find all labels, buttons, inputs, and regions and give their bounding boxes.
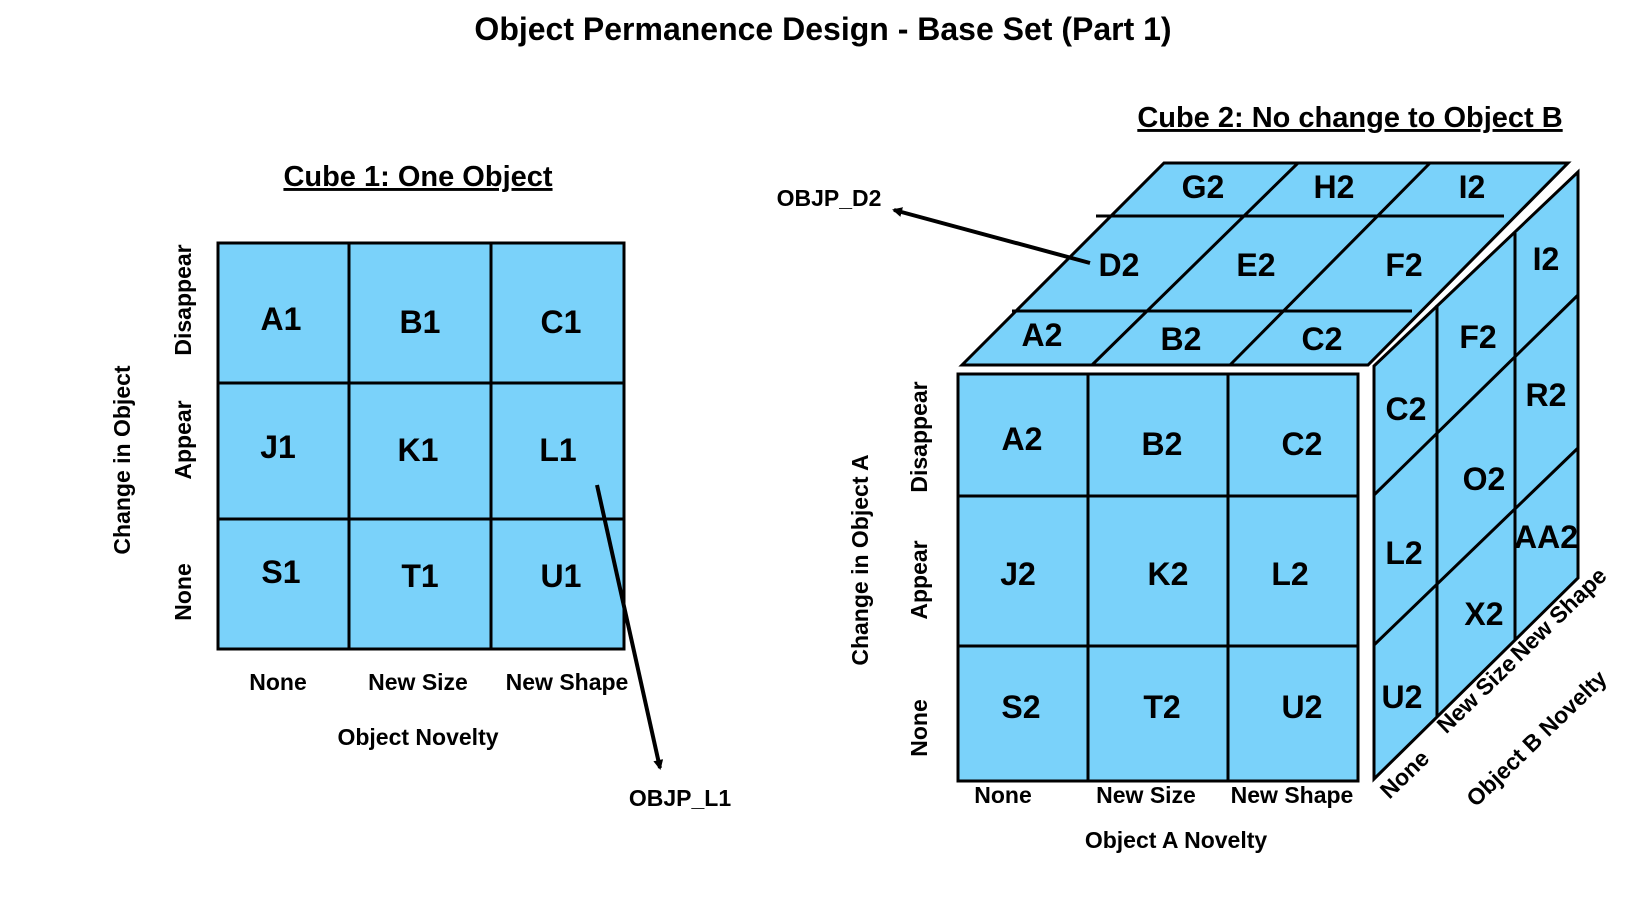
cube2-front-cell: B2: [1142, 426, 1183, 462]
cube2-side-cell: R2: [1526, 377, 1567, 413]
cube2-top-cell: B2: [1161, 321, 1202, 357]
cube2-top-cell: I2: [1459, 169, 1486, 205]
cube2-top-cell: G2: [1182, 169, 1225, 205]
cube2-side-cell: AA2: [1514, 519, 1578, 555]
cube2-top-cell: H2: [1314, 169, 1355, 205]
cube2-top-cell: A2: [1022, 317, 1063, 353]
cube1-col-label: New Shape: [506, 669, 629, 695]
cube2-side-gridline: [1372, 293, 1580, 497]
cube2-front-cell: S2: [1001, 689, 1040, 725]
cube1-cell: U1: [541, 558, 582, 594]
cube1-cell: A1: [261, 301, 302, 337]
cube2-front-cell: K2: [1148, 556, 1189, 592]
cube2-side-cell: O2: [1463, 461, 1506, 497]
cube1-x-axis-label: Object Novelty: [337, 724, 498, 750]
cube1-cell: T1: [401, 558, 438, 594]
cube2-top-gridline: [1228, 161, 1432, 367]
cube2-side-gridline: [1372, 446, 1580, 647]
cube1-col-label: None: [249, 669, 307, 695]
cube2-col-label: New Size: [1096, 782, 1196, 808]
cube2-top-face: [958, 161, 1572, 367]
cube2-top-gridline: [1090, 161, 1300, 367]
cube2-col-label: None: [974, 782, 1032, 808]
cube1-row-label: Disappear: [170, 244, 196, 355]
cube2-y-axis-label: Change in Object A: [847, 454, 873, 665]
cube1-cell: S1: [261, 554, 300, 590]
cube2-top-cell: D2: [1099, 247, 1140, 283]
cube2-row-label: Disappear: [906, 381, 932, 492]
cube1-title: Cube 1: One Object: [283, 161, 552, 193]
cube2-callout-label: OBJP_D2: [777, 185, 882, 211]
cube2-x-axis-label: Object A Novelty: [1085, 827, 1268, 853]
cube1-callout-arrow: [595, 484, 664, 770]
cube1-cell: B1: [400, 304, 441, 340]
diagram-title: Object Permanence Design - Base Set (Par…: [474, 11, 1171, 47]
cube1-cell: C1: [541, 304, 582, 340]
cube2-side-cell: I2: [1533, 241, 1560, 277]
cube2-front-cell: C2: [1282, 426, 1323, 462]
cube2-front-cell: U2: [1282, 689, 1323, 725]
cube2-side-cell: C2: [1386, 391, 1427, 427]
cube1-grid: [216, 241, 626, 651]
cube2-row-label: Appear: [906, 540, 932, 619]
cube1-cell: K1: [398, 432, 439, 468]
cube2-front-cell: T2: [1143, 689, 1180, 725]
cube2-side-face: [1372, 168, 1580, 783]
cube1-callout-label: OBJP_L1: [629, 785, 731, 811]
cube1-col-label: New Size: [368, 669, 468, 695]
cube2-front-cell: A2: [1002, 421, 1043, 457]
cube2-row-label: None: [906, 699, 932, 757]
cube2-side-cell: L2: [1385, 535, 1422, 571]
cube2-top-cell: C2: [1302, 321, 1343, 357]
cube1-y-axis-label: Change in Object: [109, 365, 135, 554]
cube1-row-label: Appear: [170, 400, 196, 479]
cube1-cell: J1: [260, 429, 296, 465]
cube2-top-cell: E2: [1236, 247, 1275, 283]
cube1: Cube 1: One Object A1 B1 C1 J1 K1 L1 S1 …: [109, 161, 731, 811]
cube2-col-label: New Shape: [1231, 782, 1354, 808]
cube2-front-face: [956, 372, 1360, 783]
cube1-cell: L1: [539, 432, 576, 468]
cube2-side-cell: F2: [1459, 319, 1496, 355]
cube2-title: Cube 2: No change to Object B: [1137, 102, 1562, 134]
cube2-front-cell: L2: [1271, 556, 1308, 592]
cube2-callout-arrow: [892, 207, 1091, 265]
cube2-top-cell: F2: [1385, 247, 1422, 283]
cube2-side-cell: X2: [1464, 596, 1503, 632]
cube2: Cube 2: No change to Object B A2 B2 C2 D…: [777, 102, 1612, 853]
cube2-front-cell: J2: [1000, 556, 1036, 592]
cube2-side-cell: U2: [1382, 679, 1423, 715]
cube1-row-label: None: [170, 563, 196, 621]
